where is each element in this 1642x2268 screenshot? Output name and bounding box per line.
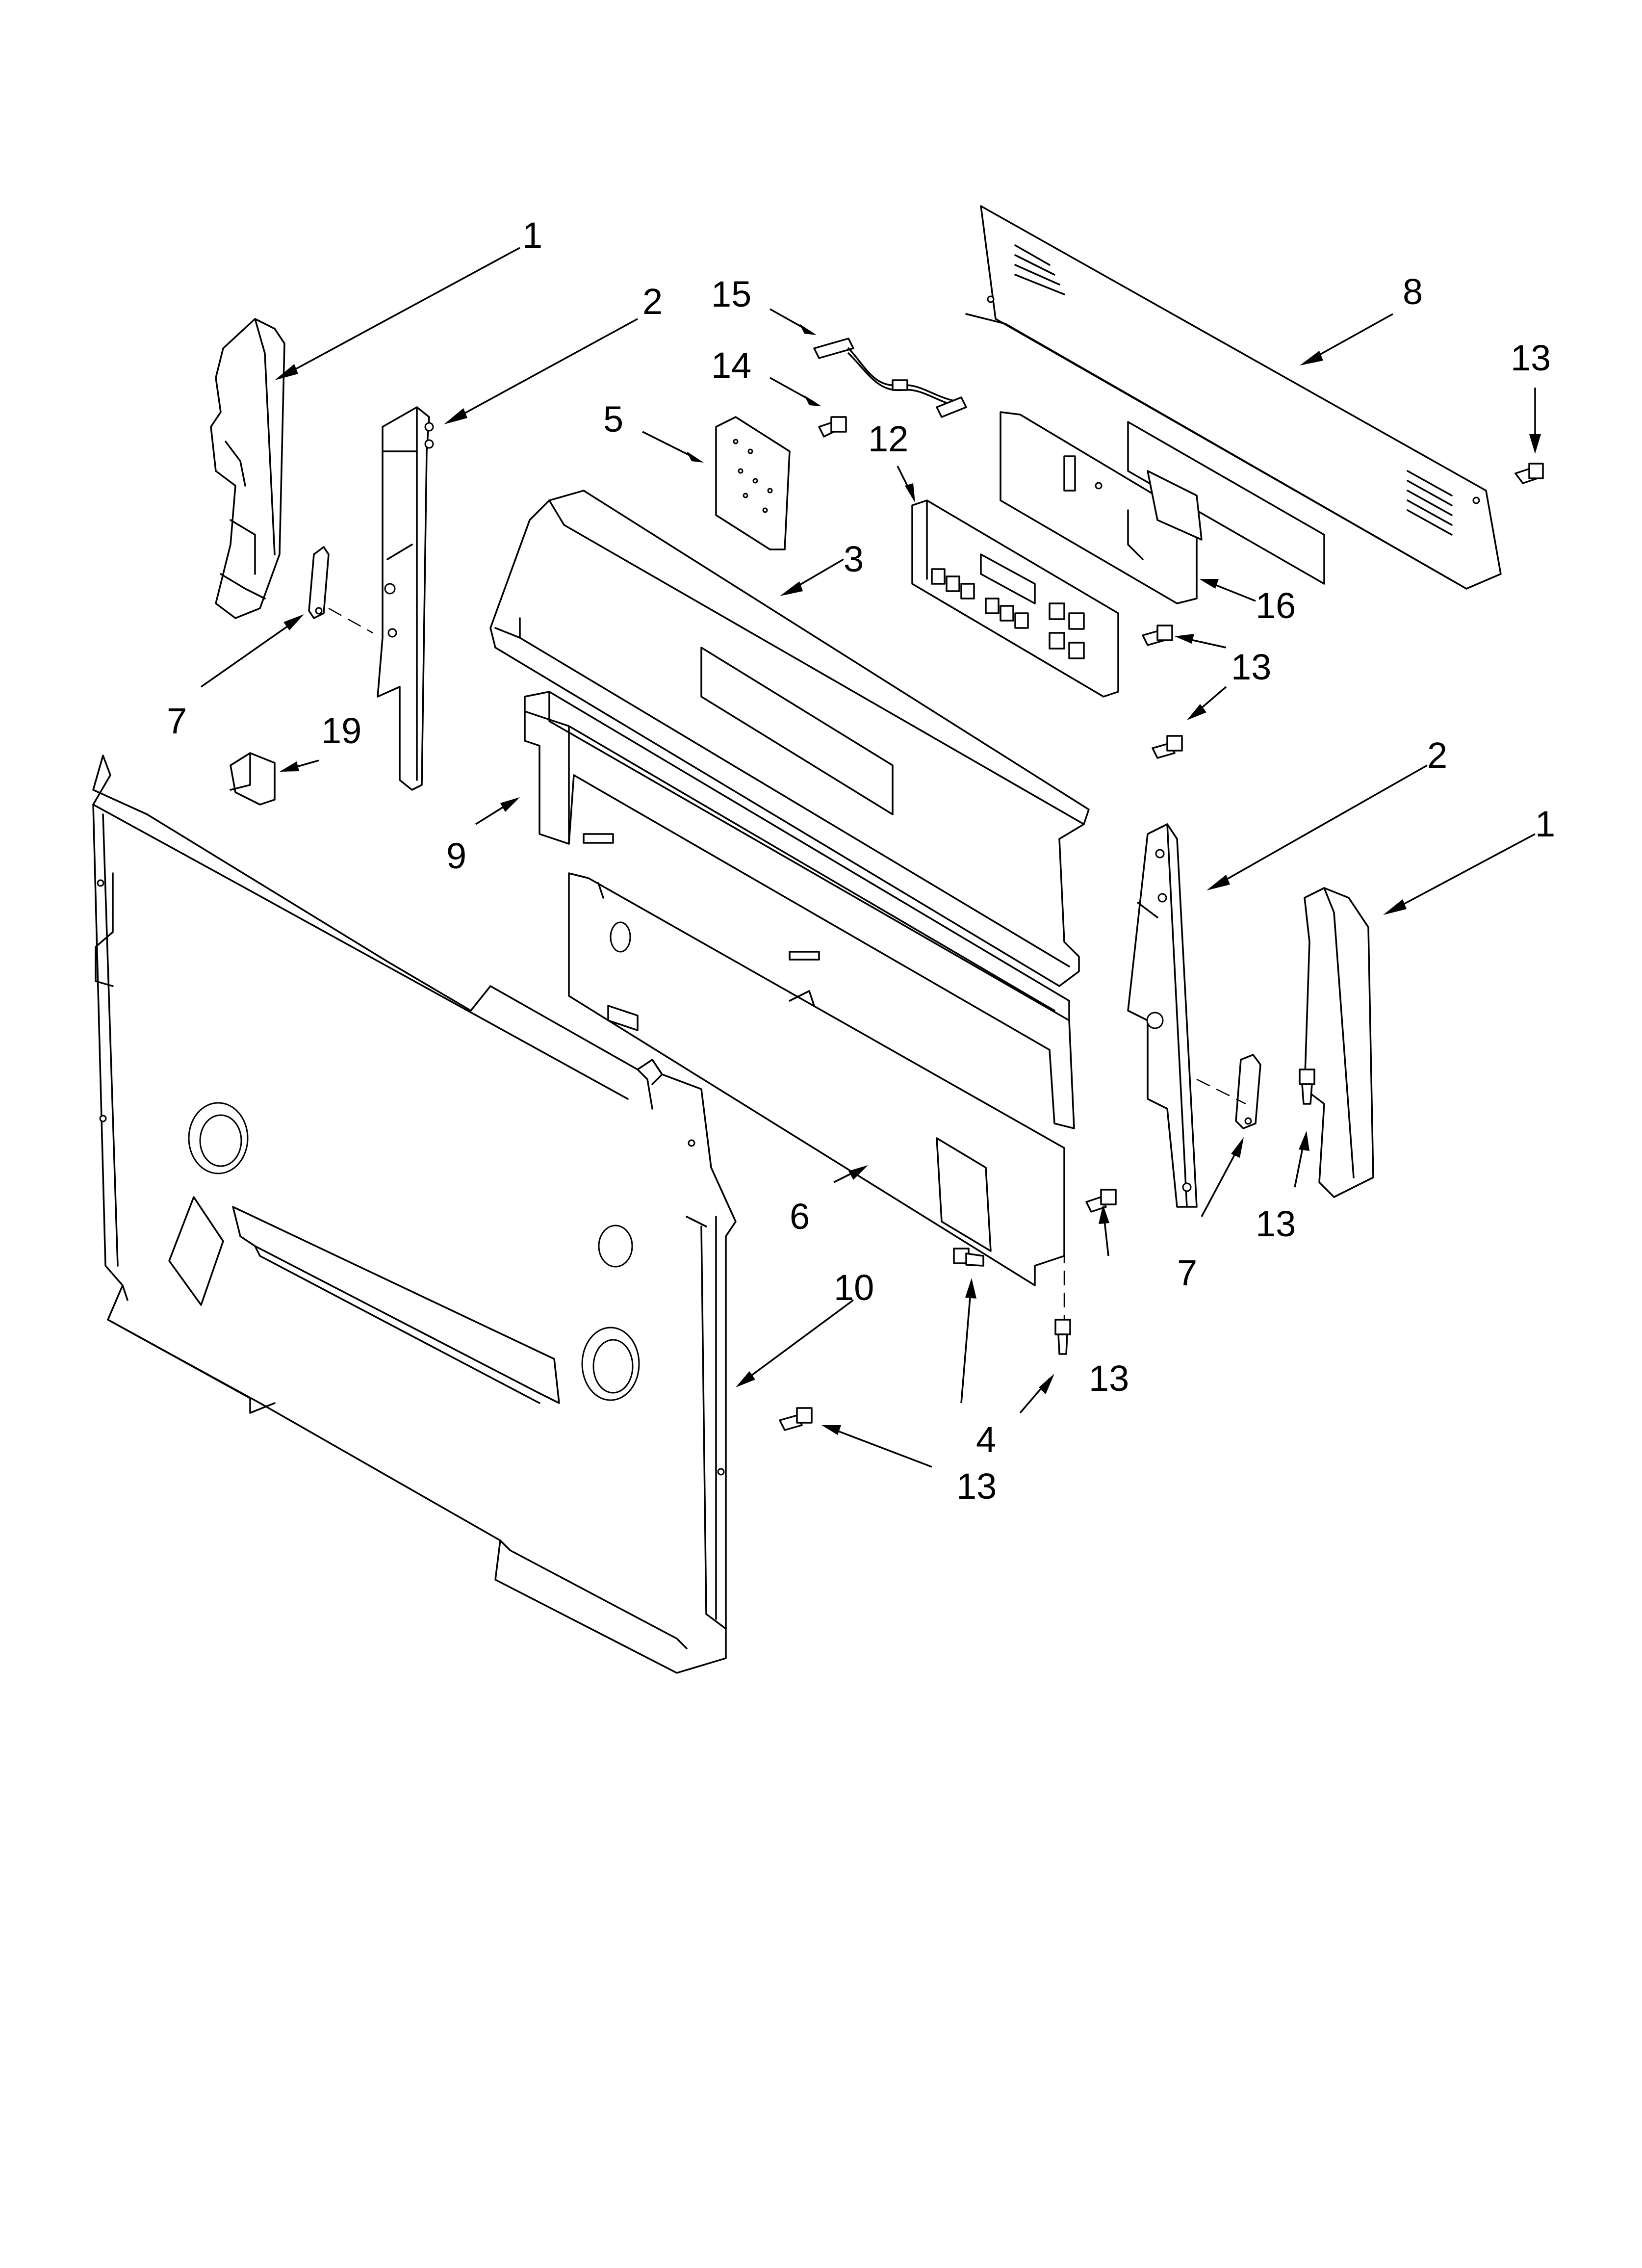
clip-right-part-7 — [1235, 1054, 1261, 1129]
callout-13-top-right: 13 — [1511, 338, 1551, 378]
callout-2-right: 2 — [1427, 735, 1447, 776]
screw-part-13-top-right — [1514, 463, 1544, 484]
electronic-control-part-12 — [911, 499, 1119, 698]
control-buttons — [931, 568, 1085, 659]
callout-19: 19 — [321, 710, 361, 751]
end-cap-right-part-1 — [1304, 887, 1374, 1198]
callout-4: 4 — [976, 1419, 996, 1460]
screw-part-13-right-cap — [1299, 1069, 1315, 1105]
callout-1-left: 1 — [522, 215, 542, 256]
callout-12: 12 — [868, 418, 908, 459]
callout-8: 8 — [1403, 271, 1423, 312]
callout-7-right: 7 — [1177, 1252, 1197, 1293]
alignment-lines — [328, 607, 1246, 1320]
mounting-channel-part-9 — [524, 691, 1075, 1129]
main-panel-part-10 — [92, 755, 737, 1674]
callout-16: 16 — [1256, 585, 1296, 626]
clip-part-19 — [230, 752, 276, 806]
side-bracket-right-part-2 — [1127, 823, 1198, 1208]
arrowheads — [275, 324, 1541, 1435]
screw-part-13-console — [1142, 625, 1173, 646]
control-console-part-3 — [489, 490, 1090, 987]
callout-3: 3 — [844, 539, 864, 579]
callout-6: 6 — [790, 1196, 810, 1237]
vent-slots-right — [1407, 470, 1453, 536]
vent-panel-part-8 — [965, 205, 1502, 590]
callout-10: 10 — [834, 1267, 874, 1308]
screw-part-13-lower-right — [1085, 1189, 1117, 1213]
end-cap-left-part-1 — [210, 318, 285, 619]
callout-1-right: 1 — [1535, 804, 1555, 844]
side-bracket-left-part-2 — [377, 406, 434, 791]
callout-5: 5 — [603, 399, 623, 440]
callout-13-bottom: 13 — [956, 1466, 997, 1507]
callout-2-left: 2 — [642, 281, 663, 322]
lower-panel-part-6 — [568, 872, 1065, 1286]
screw-part-13-bottom — [779, 1407, 813, 1431]
callout-14: 14 — [711, 345, 751, 386]
circuit-board-part-5 — [715, 416, 791, 550]
clip-left-part-7 — [308, 546, 330, 619]
callout-13-lower-right: 13 — [1089, 1358, 1129, 1399]
callout-15: 15 — [711, 274, 751, 314]
screw-part-13-channel — [1152, 735, 1183, 759]
leader-lines — [200, 247, 1536, 1468]
callout-labels: 1 2 15 14 5 12 3 8 13 16 13 7 19 13 9 2 … — [167, 215, 1555, 1507]
screw-part-4-bottom — [1054, 1319, 1071, 1355]
vent-slots-left — [1014, 244, 1065, 295]
control-bracket-part-16 — [1000, 411, 1203, 604]
callout-13-right-cap: 13 — [1256, 1203, 1296, 1244]
board-components — [733, 439, 773, 513]
callout-13-console: 13 — [1231, 647, 1271, 687]
callout-9: 9 — [446, 835, 466, 876]
screw-part-14 — [818, 416, 847, 438]
screw-part-4-left — [953, 1248, 984, 1267]
wire-harness-part-15 — [813, 338, 967, 418]
callout-7-left: 7 — [167, 701, 187, 741]
